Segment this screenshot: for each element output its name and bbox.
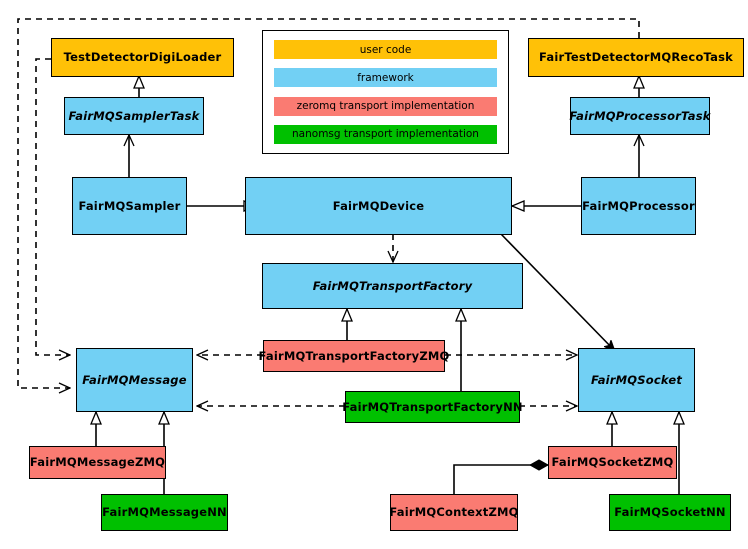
legend-label: user code [359,43,412,56]
class-box-fairmq-socket[interactable]: FairMQSocket [578,348,695,412]
legend-item-framework: framework [274,68,497,88]
class-box-fairmq-socket-zmq[interactable]: FairMQSocketZMQ [548,446,677,479]
class-label: FairMQSamplerTask [68,108,200,123]
class-box-fairmq-transport-factory-nn[interactable]: FairMQTransportFactoryNN [342,391,523,423]
legend-panel: user code framework zeromq transport imp… [262,30,509,154]
class-label: FairMQSocket [590,372,683,387]
class-label: FairMQProcessor [582,198,695,213]
legend-label: zeromq transport implementation [296,100,475,113]
class-box-fairmq-context-zmq[interactable]: FairMQContextZMQ [389,494,519,531]
class-box-fairmq-message-zmq[interactable]: FairMQMessageZMQ [29,446,166,479]
legend-item-zeromq: zeromq transport implementation [274,96,497,116]
legend-item-user-code: user code [274,40,497,59]
class-box-fairmq-processor[interactable]: FairMQProcessor [581,177,696,235]
class-label: FairTestDetectorMQRecoTask [539,50,733,65]
class-box-fairmq-device[interactable]: FairMQDevice [245,177,512,235]
legend-label: framework [357,71,414,84]
edge-contextzmq-socketzmq [453,465,548,494]
class-box-test-detector-digi-loader[interactable]: TestDetectorDigiLoader [51,38,234,77]
legend-label: nanomsg transport implementation [292,128,479,141]
class-box-fairmq-transport-factory-zmq[interactable]: FairMQTransportFactoryZMQ [259,340,449,372]
edge-device-socket [500,233,615,351]
class-box-fairmq-processor-task[interactable]: FairMQProcessorTask [569,97,711,135]
class-label: FairMQSocketZMQ [551,455,674,470]
class-label: FairMQSocketNN [614,505,726,520]
class-label: FairMQTransportFactory [312,278,473,293]
class-label: FairMQMessage [82,372,187,387]
class-label: FairMQSampler [78,198,181,213]
class-label: FairMQTransportFactoryZMQ [258,348,450,363]
class-box-fair-test-detector-mq-reco-task[interactable]: FairTestDetectorMQRecoTask [528,38,744,77]
class-label: FairMQContextZMQ [389,505,519,520]
class-label: FairMQMessageZMQ [29,455,166,470]
class-label: FairMQProcessorTask [569,108,711,123]
class-label: FairMQMessageNN [102,505,227,520]
class-box-fairmq-socket-nn[interactable]: FairMQSocketNN [609,494,731,531]
class-box-fairmq-message-nn[interactable]: FairMQMessageNN [101,494,228,531]
class-box-fairmq-message[interactable]: FairMQMessage [76,348,193,412]
edge-recotask-message [17,18,640,388]
class-box-fairmq-sampler-task[interactable]: FairMQSamplerTask [64,97,204,135]
class-box-fairmq-transport-factory[interactable]: FairMQTransportFactory [262,263,523,309]
class-label: TestDetectorDigiLoader [63,50,222,65]
class-label: FairMQDevice [332,198,425,213]
legend-item-nanomsg: nanomsg transport implementation [274,124,497,144]
class-box-fairmq-sampler[interactable]: FairMQSampler [72,177,187,235]
class-label: FairMQTransportFactoryNN [342,399,523,414]
